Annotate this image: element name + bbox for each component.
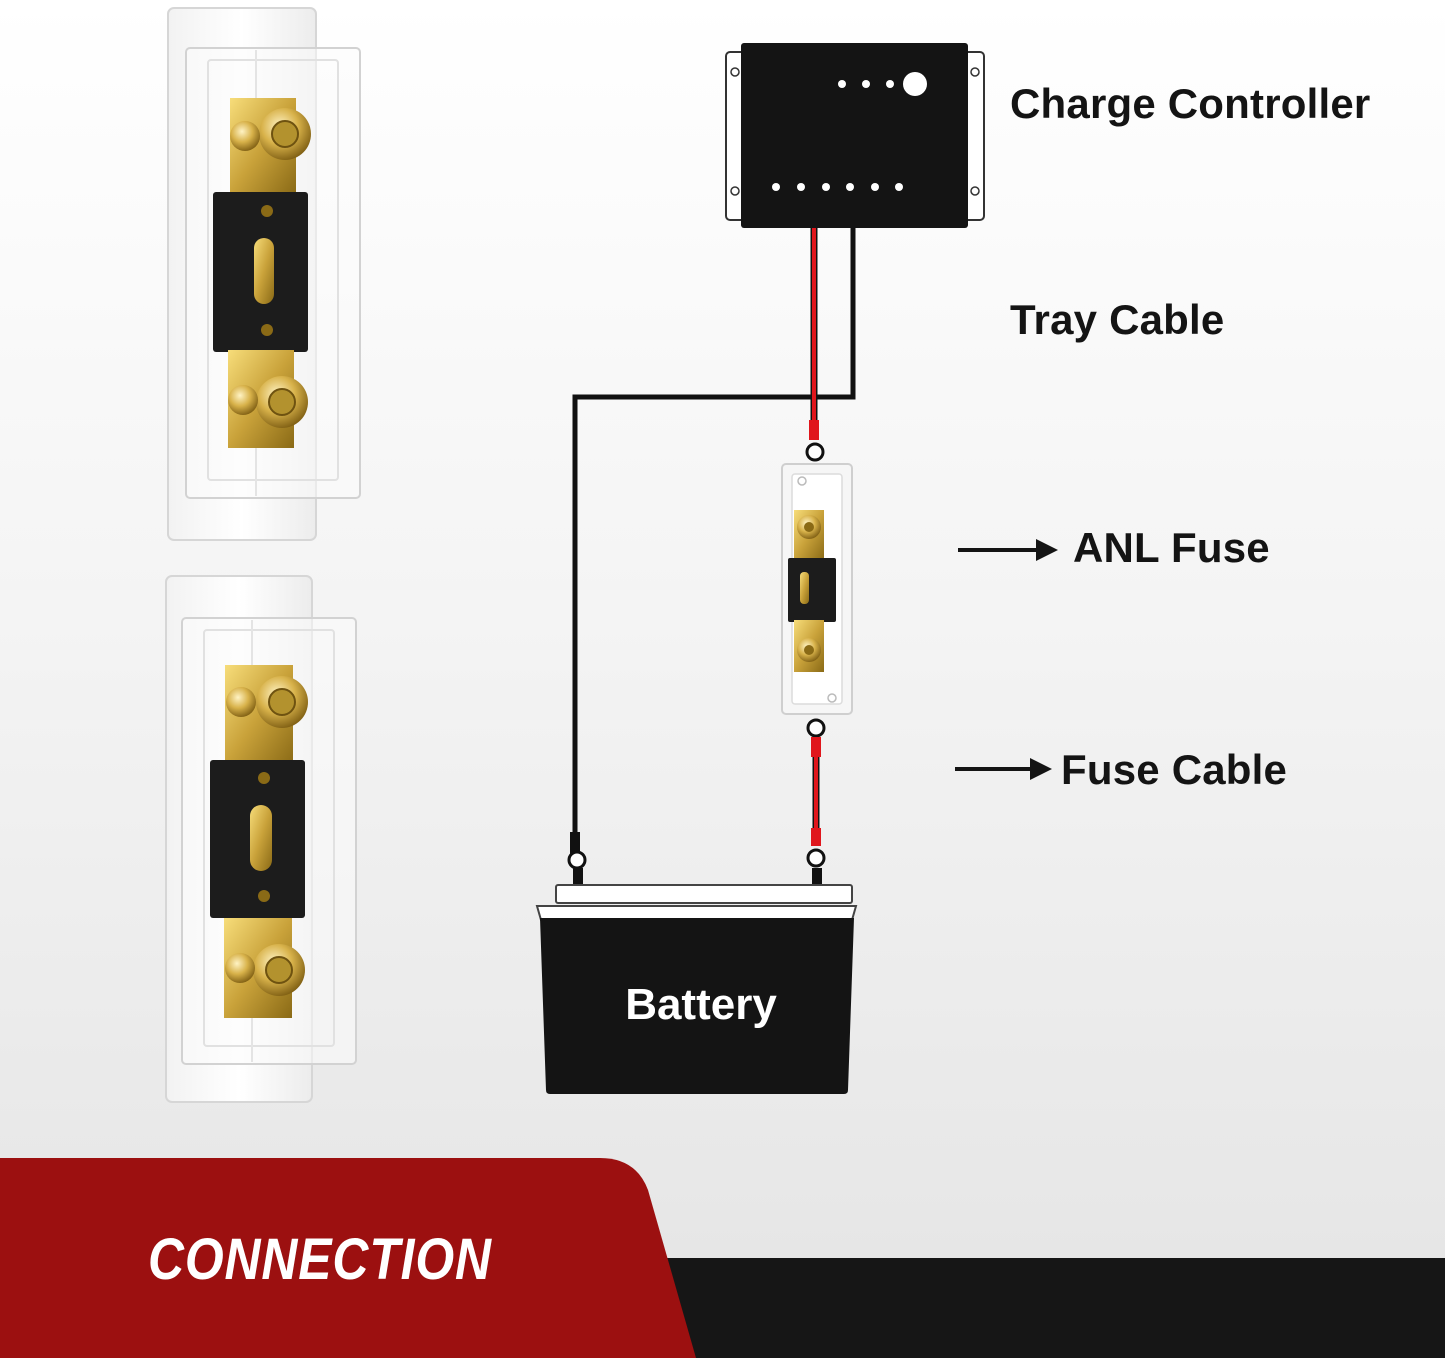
fuse-cable-label: Fuse Cable [1061, 746, 1288, 793]
battery-icon [535, 868, 858, 1094]
fuse-cable-wire [806, 718, 826, 868]
charge-controller-label: Charge Controller [1010, 80, 1371, 127]
arrow-icon-fuse-cable [955, 758, 1052, 780]
tray-cable-label: Tray Cable [1010, 296, 1225, 343]
connection-banner [0, 1158, 1445, 1358]
fuse-holder-photo-bottom [165, 575, 357, 1103]
battery-label: Battery [625, 980, 777, 1029]
arrow-icon-anl-fuse [958, 539, 1058, 561]
anl-fuse-label: ANL Fuse [1073, 524, 1270, 571]
connection-banner-title: CONNECTION [148, 1227, 492, 1292]
fuse-holder-photo-top [167, 7, 361, 541]
anl-fuse-holder-icon [781, 463, 853, 715]
charge-controller-icon [725, 43, 985, 228]
tray-cable-wires [567, 228, 856, 870]
